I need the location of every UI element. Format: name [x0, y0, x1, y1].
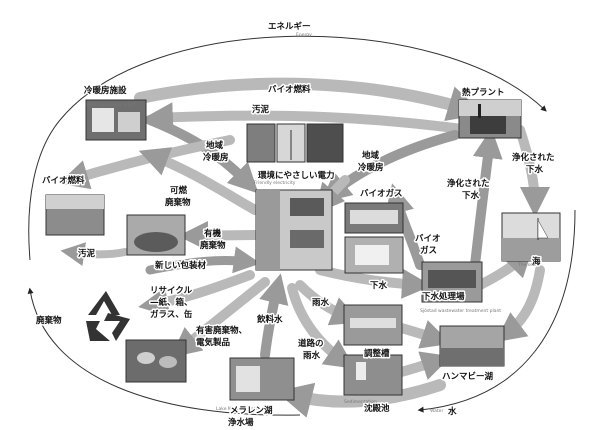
label-biofuel-top: バイオ燃料 [268, 84, 311, 95]
label-heating-plant: 冷暖房施設 [84, 85, 127, 96]
label-sea: 海 [532, 256, 541, 267]
bus-photo [344, 202, 404, 234]
energy-label: エネルギー [268, 21, 311, 32]
label-organic-1: 有機 [204, 228, 222, 239]
band-drinking [259, 273, 289, 360]
wastewater-plant-photo [421, 261, 483, 303]
hazardous-photo [125, 339, 187, 383]
band-purified-up [470, 128, 503, 270]
label-recycle-3: ガラス、缶 [150, 309, 193, 320]
label-regional-heating-1: 地域 [206, 140, 224, 151]
label-hazardous-1: 有害廃棄物、 [196, 325, 247, 336]
water-label: 水 [447, 406, 457, 417]
band-organic [178, 220, 260, 251]
energy-label-en: Energy [296, 32, 312, 38]
label-biogas: バイオガス [360, 188, 403, 199]
band-heat-down [145, 115, 259, 194]
label-water-plant-2: 浄水場 [228, 417, 254, 428]
heating-plant-photo [85, 99, 147, 141]
label-water-plant-1: メラレン湖 [230, 405, 273, 416]
sub-water-plant: Lake Mälaren water plant [216, 406, 273, 412]
compost-photo [126, 214, 186, 256]
label-sludge-top: 汚泥 [252, 104, 270, 115]
sub-heating-plant: Heat and power plant [86, 102, 135, 108]
label-heat-plant: 熱プラント [462, 87, 505, 98]
label-waste: 廃棄物 [36, 315, 62, 326]
water-label-en: Water [430, 408, 443, 414]
band-sea-to-lake [495, 265, 545, 343]
label-road-rain-1: 道路の [298, 338, 324, 349]
band-sewage [315, 265, 432, 299]
recycle-icon [86, 291, 130, 341]
label-biogas2-2: ガス [420, 245, 437, 256]
label-purified-2: 下水 [462, 190, 480, 201]
water-plant-photo [229, 357, 295, 401]
band-purified-sea [515, 125, 550, 217]
label-purified-1: 浄化された [447, 178, 490, 189]
band-road-rain [287, 283, 355, 369]
band-new-packaging [145, 246, 261, 275]
band-sludge-left [60, 242, 129, 267]
band-biofuel-top [134, 77, 484, 122]
adjust-tank-photo [343, 304, 403, 346]
energy-cycle-line [59, 35, 547, 121]
energy-cycle-line-left [28, 119, 61, 261]
label-organic-2: 廃棄物 [200, 240, 226, 251]
band-lake-to-waterplant [276, 379, 446, 418]
label-new-packaging: 新しい包装材 [155, 260, 207, 271]
label-wastewater-plant: 下水処理場 [422, 291, 465, 302]
label-hazardous-2: 電気製品 [196, 337, 231, 348]
label-combustible-1: 可燃 [170, 185, 188, 196]
label-road-rain-2: 雨水 [303, 350, 321, 361]
label-combustible-2: 廃棄物 [165, 197, 191, 208]
label-sewage: 下水 [370, 280, 388, 291]
heat-plant-photo [458, 99, 522, 139]
label-recycle-1: リサイクル [150, 285, 193, 296]
band-hazardous [170, 277, 270, 358]
green-power-photos [246, 123, 344, 163]
label-settling-pond: 沈殿池 [364, 403, 390, 414]
settling-pond-photo [343, 354, 403, 396]
field-photo [45, 194, 105, 236]
label-recycle-2: —紙、箱、 [150, 297, 193, 308]
water-cycle-line [417, 209, 576, 413]
label-adjust-tank: 調整槽 [364, 348, 390, 359]
water-cycle-line-left [27, 287, 301, 416]
label-rain: 雨水 [312, 297, 330, 308]
label-green-power: 環境にやさしい電力 [258, 170, 335, 181]
band-biogas [384, 183, 425, 270]
label-purified2-2: 下水 [526, 164, 544, 175]
label-drinking: 飲料水 [256, 314, 283, 325]
label-sludge-left: 汚泥 [78, 248, 96, 259]
sub-green-power: Friendly electricity [254, 180, 296, 186]
van-photo [344, 236, 404, 274]
label-regional-cooling-2: 冷暖房 [358, 162, 384, 173]
label-regional-cooling-1: 地域 [362, 150, 380, 161]
band-recycle [138, 270, 255, 317]
label-biogas2-1: バイオ [415, 233, 441, 244]
sub-wastewater-plant: Sjöstad wastewater treatment plant [420, 308, 501, 314]
sub-sea: The sea [517, 262, 536, 268]
label-purified2-1: 浄化された [512, 152, 555, 163]
lake-photo [439, 325, 505, 367]
band-combustible [138, 147, 260, 215]
label-regional-heating-2: 冷暖房 [203, 152, 229, 163]
sub-settling-pond: Sedimentation [344, 399, 377, 405]
sea-photo [501, 212, 561, 262]
central-building-photo [255, 189, 333, 271]
label-lake: ハンマビー湖 [442, 371, 494, 382]
label-biofuel-left: バイオ燃料 [42, 175, 85, 186]
band-sludge-top [143, 102, 475, 135]
